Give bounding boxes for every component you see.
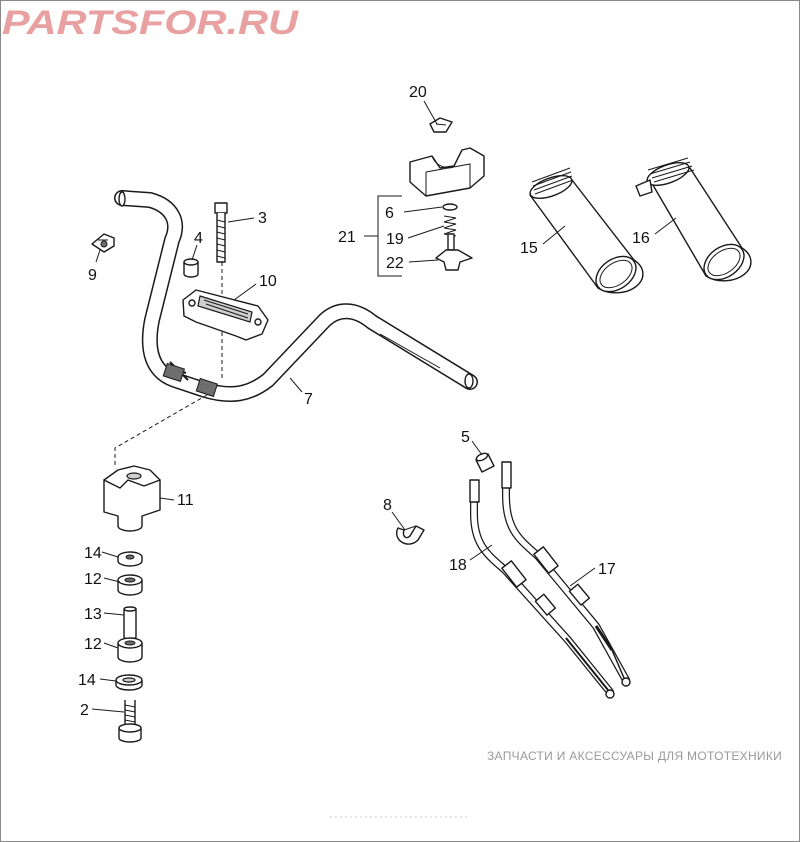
callout-16: 16	[632, 230, 650, 247]
watermark-logo: PARTSFOR.RU	[2, 4, 300, 40]
callout-labels: 20 6 21 19 22 15 16 3 4 9 10 7 5 11 8 18…	[78, 84, 650, 719]
callout-3: 3	[258, 210, 267, 227]
callout-8: 8	[383, 497, 392, 514]
part-12-bushing-lower	[117, 637, 143, 663]
callout-4: 4	[194, 230, 203, 247]
alignment-line-riser	[114, 394, 208, 468]
part-15-grip	[529, 167, 644, 294]
part-2-bolt	[118, 700, 142, 743]
callout-15: 15	[520, 240, 538, 257]
part-12-bushing-upper	[117, 574, 143, 596]
callout-9: 9	[88, 267, 97, 284]
callout-12-upper: 12	[84, 571, 102, 588]
part-8-clip	[396, 525, 425, 545]
part-10-top-clamp	[182, 289, 269, 341]
callout-10: 10	[259, 273, 277, 290]
callout-6: 6	[385, 205, 394, 222]
callout-18: 18	[449, 557, 467, 574]
callout-leaders	[91, 100, 677, 713]
part-3-bolt	[214, 202, 228, 263]
callout-22: 22	[386, 255, 404, 272]
part-22-knob	[435, 233, 473, 271]
callout-12-lower: 12	[84, 636, 102, 653]
part-17-cable	[501, 461, 631, 687]
callout-14-lower: 14	[78, 672, 96, 689]
watermark-tagline: ЗАПЧАСТИ И АКСЕССУАРЫ ДЛЯ МОТОТЕХНИКИ	[487, 749, 783, 763]
part-5-ferrule	[475, 452, 495, 473]
callout-19: 19	[386, 231, 404, 248]
callout-21: 21	[338, 229, 356, 246]
callout-20: 20	[409, 84, 427, 101]
callout-13: 13	[84, 606, 102, 623]
callout-5: 5	[461, 429, 470, 446]
part-18-cable	[469, 479, 615, 699]
callout-7: 7	[304, 391, 313, 408]
callout-11: 11	[177, 492, 194, 509]
part-13-sleeve	[123, 606, 137, 640]
part-20-cap	[429, 117, 453, 133]
part-4-plug	[183, 258, 199, 278]
part-14-washer-upper	[117, 551, 143, 567]
part-11-riser	[103, 465, 161, 532]
part-6-ring	[442, 203, 458, 211]
watermark-logo-text: PARTSFOR.RU	[2, 4, 300, 40]
part-19-spring	[443, 215, 457, 237]
part-16-grip	[635, 157, 752, 282]
handlebar	[114, 190, 478, 403]
part-14-washer-lower	[115, 674, 143, 691]
callout-2: 2	[80, 702, 89, 719]
callout-17: 17	[598, 561, 616, 578]
part-9-clip	[91, 233, 115, 253]
switch-housing-clamp	[409, 147, 485, 197]
callout-14-upper: 14	[84, 545, 102, 562]
